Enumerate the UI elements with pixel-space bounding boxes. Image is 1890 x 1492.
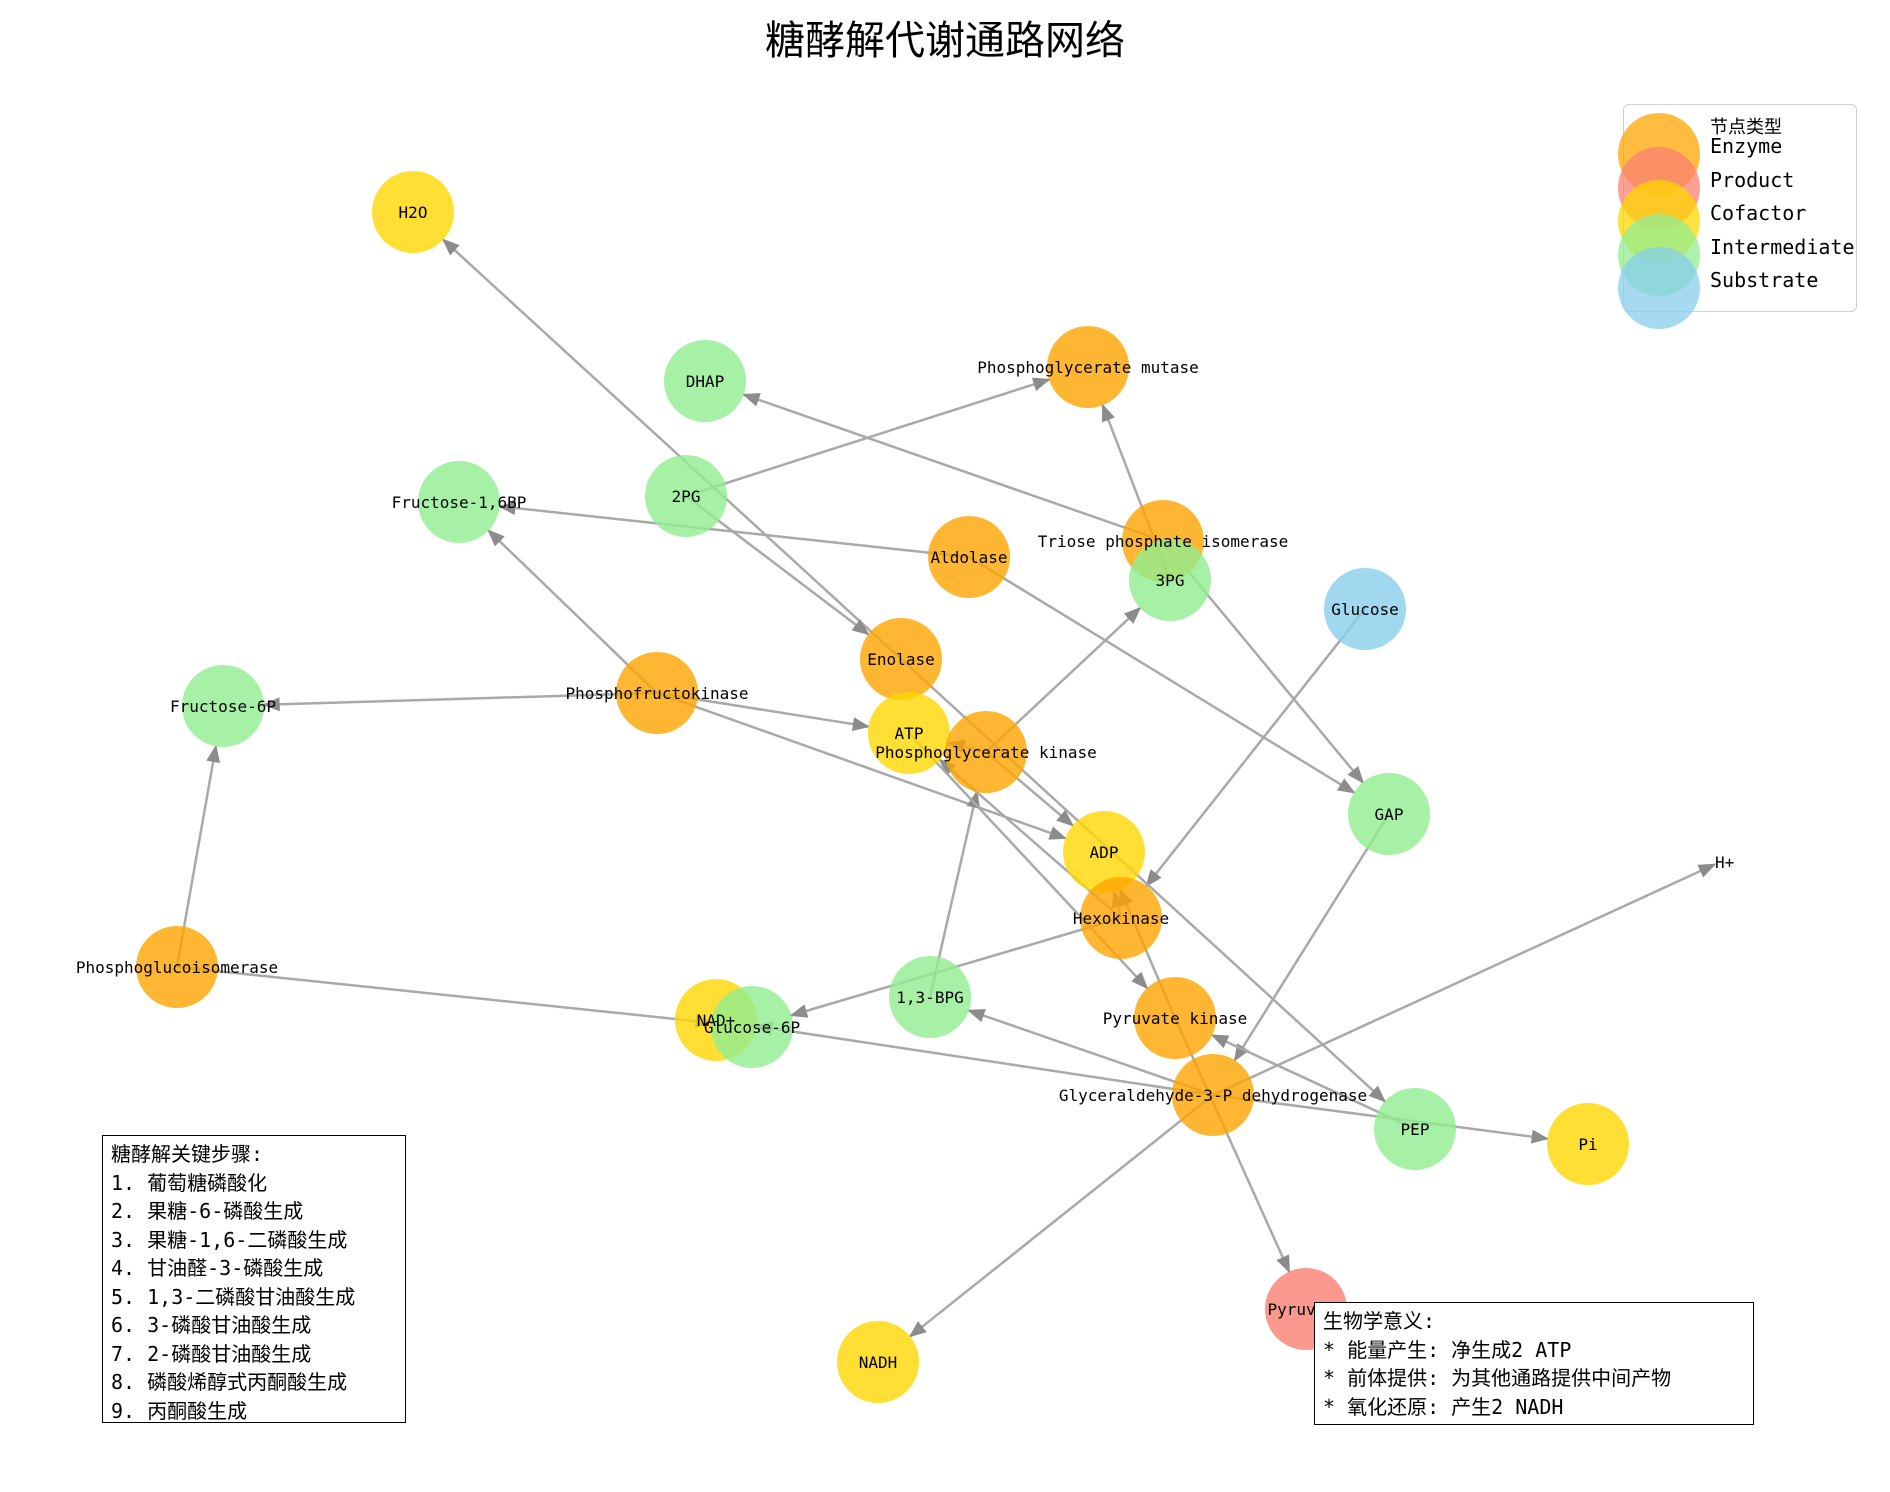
- node-label-gapdh: Glyceraldehyde-3-P dehydrogenase: [1059, 1086, 1367, 1105]
- node-label-adp: ADP: [1090, 843, 1119, 862]
- glycolysis-steps-box: 糖酵解关键步骤: 1. 葡萄糖磷酸化 2. 果糖-6-磷酸生成 3. 果糖-1,6-二…: [102, 1135, 406, 1423]
- edges-layer: [175, 238, 1717, 1338]
- node-hexokinase[interactable]: [1080, 877, 1162, 959]
- meaning-line: * 能量产生: 净生成2 ATP: [1323, 1337, 1572, 1362]
- node-label-pk: Pyruvate kinase: [1103, 1009, 1248, 1028]
- node-dhap[interactable]: [664, 340, 746, 422]
- edge-GAPDH-to-NADH: [908, 1094, 1214, 1338]
- node-label-3pg: 3PG: [1156, 571, 1185, 590]
- node-label-aldolase: Aldolase: [930, 548, 1007, 567]
- node-label-atp: ATP: [895, 724, 924, 743]
- edge-PFK-to-ADP: [656, 691, 1068, 840]
- node-label-h-: H+: [1715, 853, 1734, 872]
- legend-label-product: Product: [1710, 167, 1795, 192]
- node-label-13bpg: 1,3-BPG: [896, 988, 963, 1007]
- node-label-h2o: H2O: [399, 203, 428, 222]
- edge-Aldolase-to-GAP: [968, 555, 1356, 794]
- node-gap[interactable]: [1348, 773, 1430, 855]
- node-label-f16bp: Fructose-1,6BP: [392, 493, 527, 512]
- node-label-glucose: Glucose: [1331, 600, 1398, 619]
- edge-GAP-to-GAPDH: [1233, 813, 1391, 1062]
- node-13bpg[interactable]: [889, 956, 971, 1038]
- legend-label-substrate: Substrate: [1710, 268, 1819, 292]
- node-gapdh[interactable]: [1172, 1054, 1254, 1136]
- legend-item-substrate: Substrate: [1618, 247, 1856, 329]
- node-label-nad-: NAD+: [697, 1011, 736, 1030]
- node-f6p[interactable]: [182, 665, 264, 747]
- meaning-line: 生物学意义:: [1323, 1309, 1436, 1333]
- edge-GAPDH-to-NAD+: [754, 1021, 1214, 1097]
- node-g6p[interactable]: [711, 986, 793, 1068]
- steps-line: 9. 丙酮酸生成: [111, 1398, 248, 1423]
- edge-2PG-to-PGM: [685, 377, 1051, 498]
- steps-line: 6. 3-磷酸甘油酸生成: [111, 1313, 312, 1337]
- node-3pg[interactable]: [1129, 539, 1211, 621]
- steps-line: 5. 1,3-二磷酸甘油酸生成: [111, 1284, 356, 1309]
- node-adp[interactable]: [1063, 811, 1145, 893]
- node-pi[interactable]: [1547, 1103, 1629, 1185]
- meaning-line: * 氧化还原: 产生2 NADH: [1323, 1394, 1564, 1419]
- node-nadh[interactable]: [837, 1321, 919, 1403]
- node-label-pfk: Phosphofructokinase: [565, 684, 748, 703]
- node-label-pgk: Phosphoglycerate kinase: [875, 743, 1097, 762]
- legend-title: 节点类型: [1710, 117, 1782, 138]
- meaning-line: * 前体提供: 为其他通路提供中间产物: [1323, 1366, 1672, 1390]
- node-label-gap: GAP: [1375, 805, 1404, 824]
- legend-label-intermediate: Intermediate: [1710, 234, 1855, 259]
- node-pgk[interactable]: [945, 711, 1027, 793]
- node-label-2pg: 2PG: [672, 487, 701, 506]
- legend-label-enzyme: Enzyme: [1710, 134, 1783, 158]
- edge-Enolase-to-H2O: [441, 238, 902, 660]
- node-label-g6p: Glucose-6P: [704, 1018, 800, 1037]
- legend-marker-substrate: [1618, 247, 1700, 329]
- steps-line: 4. 甘油醛-3-磷酸生成: [111, 1256, 324, 1280]
- node-atp[interactable]: [868, 692, 950, 774]
- nodes-layer: [136, 171, 1629, 1403]
- node-label-pep: PEP: [1401, 1120, 1430, 1139]
- diagram-title: 糖酵解代谢通路网络: [765, 18, 1125, 64]
- node-label-f6p: Fructose-6P: [170, 697, 276, 716]
- node-label-pgi: Phosphoglucoisomerase: [76, 958, 278, 977]
- node-f16bp[interactable]: [418, 461, 500, 543]
- steps-line: 3. 果糖-1,6-二磷酸生成: [111, 1227, 348, 1252]
- node-label-pgm: Phosphoglycerate mutase: [977, 358, 1199, 377]
- node-glucose[interactable]: [1324, 568, 1406, 650]
- node-label-pi: Pi: [1578, 1135, 1597, 1154]
- node-pk[interactable]: [1134, 977, 1216, 1059]
- steps-line: 糖酵解关键步骤:: [111, 1142, 264, 1166]
- legend-label-cofactor: Cofactor: [1710, 201, 1807, 225]
- edge-TPI-to-DHAP: [742, 393, 1164, 543]
- node-label-tpi: Triose phosphate isomerase: [1038, 532, 1288, 551]
- steps-line: 7. 2-磷酸甘油酸生成: [111, 1341, 312, 1366]
- steps-line: 8. 磷酸烯醇式丙酮酸生成: [111, 1370, 348, 1394]
- node-aldolase[interactable]: [928, 516, 1010, 598]
- node-pfk[interactable]: [616, 652, 698, 734]
- edge-GAPDH-to-H+: [1212, 863, 1717, 1097]
- steps-line: 2. 果糖-6-磷酸生成: [111, 1199, 304, 1223]
- edge-GAPDH-to-13BPG: [967, 1008, 1214, 1097]
- node-pgm[interactable]: [1047, 326, 1129, 408]
- edge-Glucose-to-Hexokinase: [1145, 608, 1366, 888]
- steps-line: 1. 葡萄糖磷酸化: [111, 1170, 268, 1195]
- node-label-nadh: NADH: [859, 1353, 898, 1372]
- biological-meaning-box: 生物学意义: * 能量产生: 净生成2 ATP * 前体提供: 为其他通路提供中间产…: [1314, 1302, 1754, 1425]
- node-label-dhap: DHAP: [686, 372, 725, 391]
- node-enolase[interactable]: [860, 618, 942, 700]
- node-pep[interactable]: [1374, 1088, 1456, 1170]
- node-pgi[interactable]: [136, 926, 218, 1008]
- edge-PK-to-Pyruvate: [1173, 1017, 1291, 1274]
- edge-PFK-to-F6P: [262, 691, 658, 712]
- node-h2o[interactable]: [372, 171, 454, 253]
- edge-PGI-to-G6P: [176, 965, 713, 1029]
- labels-layer: H2O DHAP Phosphoglycerate mutaseFructose-1…: [76, 203, 1734, 1372]
- node-2pg[interactable]: [645, 455, 727, 537]
- node-label-enolase: Enolase: [867, 650, 934, 669]
- node-label-hexokinase: Hexokinase: [1073, 909, 1169, 928]
